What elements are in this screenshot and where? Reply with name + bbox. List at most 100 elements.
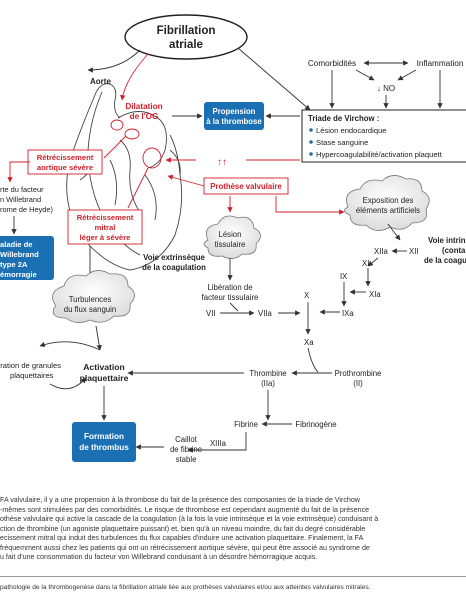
perte-facteur-2: n Willebrand <box>0 195 41 204</box>
factor-XII: XII <box>409 247 419 256</box>
thrombine-2: (IIa) <box>261 379 275 388</box>
activation-1: Activation <box>83 362 125 372</box>
lesion-2: tissulaire <box>215 240 246 249</box>
comorbidites-label: Comorbidités <box>308 59 356 68</box>
factor-XI: XI <box>362 259 369 268</box>
retrecissement-aortique-box <box>27 149 103 175</box>
atrium-circle <box>110 119 124 131</box>
virchow-box <box>301 109 466 163</box>
inflammation-label: Inflammation <box>417 59 464 68</box>
line-facteur-to-vii <box>229 302 239 312</box>
title-ellipse <box>124 14 248 60</box>
aorte-label: Aorte <box>90 77 111 86</box>
cloud-turbulences <box>52 270 135 323</box>
paragraph-line-2: -mêmes sont stimulées par des comorbidit… <box>0 505 370 514</box>
arrow-fibrine-caillot <box>187 432 247 453</box>
cloud-lesion <box>203 215 261 259</box>
prothrombine-2: (II) <box>353 379 363 388</box>
virchow-item-1: Lésion endocardique <box>316 126 387 135</box>
propension-label-2: à la thrombose <box>206 117 262 126</box>
arrow-comorbid-no <box>355 69 375 81</box>
virchow-item-3: Hypercoagulabilité/activation plaquett <box>316 150 443 159</box>
retrecissement-mitral-1: Rétrécissement <box>77 213 134 222</box>
voie-extrinseque-2: de la coagulation <box>142 263 206 272</box>
thrombine-1: Thrombine <box>249 369 286 378</box>
caillot-2: de fibrine <box>170 445 202 454</box>
liberation-facteur-1: Libération de <box>207 283 252 292</box>
arrow-xiia-xi <box>367 257 379 267</box>
dilatation-label-2: de l'OG <box>130 112 159 121</box>
arrow-title-to-aorta <box>87 49 141 73</box>
arrow-title-to-virchow <box>237 47 311 111</box>
granules-2: plaquettaires <box>10 371 54 380</box>
arrow-mitral-valve <box>127 167 149 209</box>
lesion-1: Lésion <box>219 230 242 239</box>
line-xa-to-conversion <box>307 347 319 373</box>
propension-label-1: Propension <box>213 107 256 116</box>
maladie-2: Willebrand <box>0 250 39 259</box>
retrecissement-mitral-3: léger à sévère <box>80 233 131 242</box>
prothese-label: Prothèse valvulaire <box>210 182 282 191</box>
arrow-aortic-valve <box>103 135 127 159</box>
arrow-aortique-to-perte <box>7 161 30 183</box>
virchow-item-2: Stase sanguine <box>316 138 368 147</box>
virchow-bullet-1 <box>309 128 313 132</box>
maladie-willebrand-box <box>0 236 54 280</box>
prothrombine-1: Prothrombine <box>335 369 382 378</box>
activation-2: plaquettaire <box>80 373 129 383</box>
arrow-prothese-to-heart <box>167 174 205 187</box>
perte-facteur-3: rome de Heyde) <box>0 205 53 214</box>
formation-box <box>72 422 136 462</box>
explanatory-paragraph: FA valvulaire, il y a une propension à l… <box>0 496 462 563</box>
heart-sketch <box>66 83 183 271</box>
voie-intrinseque-3: de la coagula <box>424 256 466 265</box>
exposition-2: éléments artificiels <box>356 206 420 215</box>
maladie-4: émorragie <box>0 270 37 279</box>
arrow-activation-to-granules <box>39 341 101 351</box>
formation-2: de thrombus <box>79 443 129 452</box>
figure-caption: pathologie de la thrombogenèse dans la f… <box>0 584 371 591</box>
virchow-bullet-3 <box>309 152 313 156</box>
caption-divider <box>0 576 466 577</box>
paragraph-line-6: fréquemment aussi chez les patients qui … <box>0 543 370 552</box>
cloud-exposition <box>344 175 430 231</box>
double-up-arrow: ↑↑ <box>217 157 227 168</box>
arrow-title-to-dilatation <box>120 54 148 101</box>
aortic-valve-circle <box>124 128 140 140</box>
virchow-bullet-2 <box>309 140 313 144</box>
paragraph-line-3: othèse valvulaire qui active la cascade … <box>0 515 379 523</box>
fibrinogene-label: Fibrinogène <box>295 420 336 429</box>
factor-IXa: IXa <box>342 309 354 318</box>
paragraph-line-5: ecissement mitral qui induit des turbule… <box>0 534 364 542</box>
voie-intrinseque-1: Voie intrin <box>428 236 466 245</box>
turbulences-2: du flux sanguin <box>64 305 116 314</box>
retrecissement-aortique-1: Rétrécissement <box>37 153 94 162</box>
arrow-granules-to-activation <box>49 377 87 390</box>
retrecissement-mitral-box <box>67 209 143 245</box>
formation-1: Formation <box>84 432 124 441</box>
arrow-prothese-to-exposition <box>275 196 345 215</box>
exposition-1: Exposition des <box>363 196 414 205</box>
paragraph-line-7: u fait d'une consommation du facteur von… <box>0 553 318 561</box>
no-label: ↓ NO <box>377 84 395 93</box>
granules-1: ération de granules <box>0 361 61 370</box>
factor-VIIa: VIIa <box>258 309 273 318</box>
arrow-turbulences-to-activation <box>95 325 102 351</box>
arrow-exposition-to-xii <box>387 223 401 241</box>
arrow-inflam-no <box>397 69 417 81</box>
factor-IX: IX <box>340 272 348 281</box>
factor-XIa: XIa <box>369 290 381 299</box>
mitral-valve-circle <box>142 147 162 169</box>
perte-facteur-1: rte du facteur <box>0 185 44 194</box>
virchow-title: Triade de Virchow : <box>308 114 379 123</box>
title-line-1: Fibrillation <box>157 25 216 37</box>
maladie-1: aladie de <box>0 240 33 249</box>
turbulences-1: Turbulences <box>69 295 112 304</box>
maladie-3: type 2A <box>0 260 28 269</box>
caillot-1: Caillot <box>175 435 197 444</box>
factor-X: X <box>304 291 310 300</box>
fibrine-label: Fibrine <box>234 420 258 429</box>
retrecissement-aortique-2: aortique sévère <box>37 163 93 172</box>
